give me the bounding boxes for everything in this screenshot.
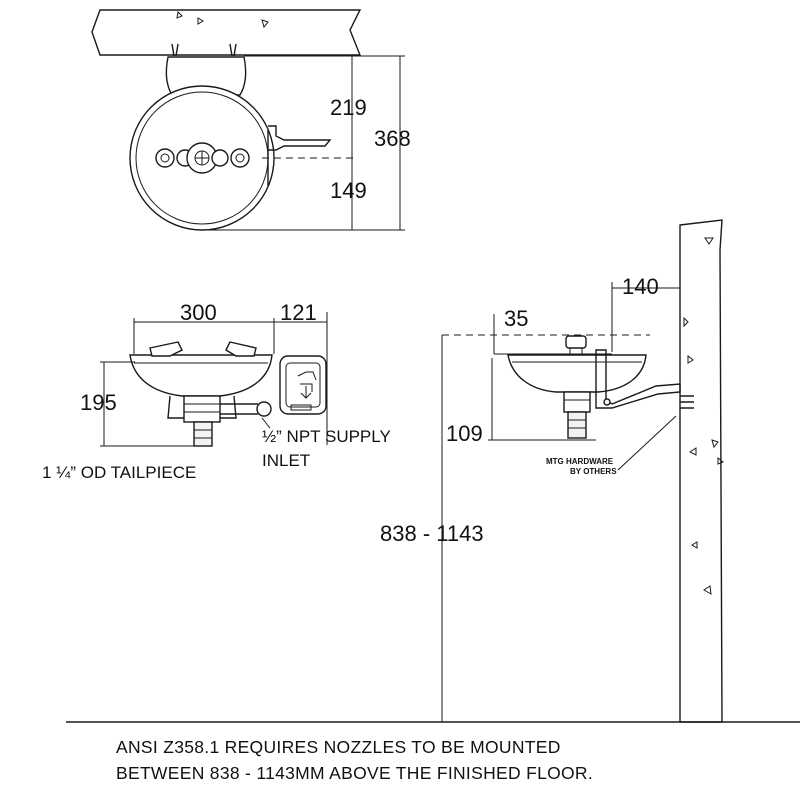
front-view: 300 121 195 ½” NPT SUPPLY INLET 1 ¼” OD … (42, 300, 391, 482)
dim-195: 195 (80, 390, 117, 415)
bowl-front (129, 354, 273, 397)
drain-body (183, 395, 221, 423)
nozzle-right-front (225, 341, 257, 357)
wall-aggregate-marks-side (683, 237, 724, 595)
nozzle-cap (565, 335, 587, 349)
valve-handle-top (268, 125, 332, 151)
label-supply-line1: ½” NPT SUPPLY (262, 427, 391, 446)
dim-300: 300 (180, 300, 217, 325)
strainer-right-icon (211, 149, 229, 167)
wall-section-side (679, 219, 723, 723)
dim-140: 140 (622, 274, 659, 299)
supply-pipe (220, 403, 258, 415)
drain-side (563, 391, 591, 413)
tailpiece (193, 421, 213, 447)
footnote-line2: BETWEEN 838 - 1143MM ABOVE THE FINISHED … (116, 763, 593, 783)
dim-line-140 (611, 282, 680, 352)
leader-supply (261, 417, 271, 429)
anchor-bolts (680, 395, 694, 409)
dim-line-121 (274, 312, 328, 445)
valve-handle-panel (279, 355, 327, 415)
bowl-bracket (165, 56, 247, 96)
wall-section-top (91, 9, 362, 56)
dim-line-195 (100, 361, 195, 447)
tailpiece-side (567, 411, 587, 439)
dim-35: 35 (504, 306, 528, 331)
dim-149: 149 (330, 178, 367, 203)
nozzle-right-icon (230, 148, 250, 168)
dim-line-109 (488, 358, 596, 441)
dim-121: 121 (280, 300, 317, 325)
dim-368: 368 (374, 126, 411, 151)
mounting-bolt-right (229, 43, 237, 57)
wall-aggregate-marks (176, 10, 269, 29)
footnote-line1: ANSI Z358.1 REQUIRES NOZZLES TO BE MOUNT… (116, 737, 561, 757)
dim-mount-range: 838 - 1143 (380, 521, 484, 546)
bracket-side (595, 349, 681, 409)
label-supply-line2: INLET (262, 451, 310, 470)
dim-109: 109 (446, 421, 483, 446)
nozzle-left-front (149, 341, 183, 357)
top-view: 219 368 149 (91, 9, 411, 231)
side-view: MTG HARDWARE BY OTHERS 140 35 109 838 - … (66, 219, 800, 723)
dim-219: 219 (330, 95, 367, 120)
label-hardware-line1: MTG HARDWARE (546, 457, 614, 466)
label-hardware-line2: BY OTHERS (570, 467, 617, 476)
label-tailpiece: 1 ¼” OD TAILPIECE (42, 463, 196, 482)
arrow-down-icon (300, 386, 312, 399)
dim-line-300 (133, 318, 275, 354)
hand-push-icon (297, 371, 317, 392)
supply-inlet-icon (256, 401, 272, 417)
dim-line-35 (493, 314, 612, 355)
footnote: ANSI Z358.1 REQUIRES NOZZLES TO BE MOUNT… (116, 737, 593, 783)
bowl-side (507, 354, 647, 393)
nozzle-left-icon (155, 148, 175, 168)
leader-hardware (617, 415, 677, 471)
mounting-bolt-left (171, 43, 179, 57)
